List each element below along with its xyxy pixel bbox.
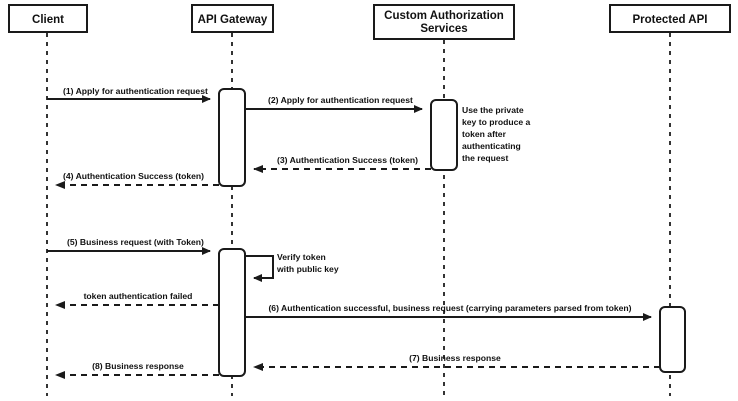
- message-7[interactable]: (7) Business response: [253, 353, 660, 371]
- message-7-label: (7) Business response: [409, 353, 501, 363]
- message-4-label: (4) Authentication Success (token): [63, 171, 204, 181]
- message-1[interactable]: (1) Apply for authentication request: [47, 86, 211, 103]
- participant-api-gateway[interactable]: API Gateway: [191, 4, 274, 33]
- message-self-verify-token-arrow: [245, 255, 274, 282]
- message-1-label: (1) Apply for authentication request: [63, 86, 208, 96]
- activation-protected-api-1: [659, 306, 686, 373]
- note-private-key: Use the private key to produce a token a…: [462, 105, 531, 163]
- message-5[interactable]: (5) Business request (with Token): [47, 237, 211, 255]
- message-4[interactable]: (4) Authentication Success (token): [55, 171, 219, 189]
- participant-client-label: Client: [32, 14, 64, 26]
- message-self-verify-token-line-1: Verify token: [277, 252, 326, 262]
- activation-custom-auth-1: [430, 99, 458, 171]
- message-3-label: (3) Authentication Success (token): [277, 155, 418, 165]
- participant-client[interactable]: Client: [8, 4, 88, 33]
- message-6-label: (6) Authentication successful, business …: [268, 303, 631, 313]
- participant-custom-auth[interactable]: Custom Authorization Services: [373, 4, 515, 40]
- activation-api-gateway-2: [218, 248, 246, 377]
- participant-api-gateway-label: API Gateway: [198, 14, 268, 26]
- participant-api-gateway-box: [191, 4, 274, 33]
- message-6[interactable]: (6) Authentication successful, business …: [245, 303, 652, 321]
- lifelines: [46, 33, 671, 396]
- participant-custom-auth-box: [373, 4, 515, 40]
- activation-bars: [218, 88, 686, 377]
- message-2[interactable]: (2) Apply for authentication request: [245, 95, 423, 113]
- message-token-auth-failed[interactable]: token authentication failed: [55, 291, 219, 309]
- participant-custom-auth-label-line1: Custom Authorization: [384, 10, 504, 22]
- message-self-verify-token-line-2: with public key: [276, 264, 339, 274]
- message-self-verify-token[interactable]: Verify token with public key: [245, 252, 339, 282]
- note-private-key-line-3: token after: [462, 129, 507, 139]
- activation-api-gateway-1: [218, 88, 246, 187]
- participant-protected-api-box: [609, 4, 731, 33]
- message-3[interactable]: (3) Authentication Success (token): [253, 155, 431, 173]
- participant-custom-auth-label-line2: Services: [420, 23, 467, 35]
- participant-protected-api[interactable]: Protected API: [609, 4, 731, 33]
- message-8-label: (8) Business response: [92, 361, 184, 371]
- message-5-label: (5) Business request (with Token): [67, 237, 204, 247]
- note-private-key-line-5: the request: [462, 153, 508, 163]
- note-private-key-line-4: authenticating: [462, 141, 521, 151]
- message-2-label: (2) Apply for authentication request: [268, 95, 413, 105]
- message-token-auth-failed-label: token authentication failed: [84, 291, 193, 301]
- participant-protected-api-label: Protected API: [633, 14, 708, 26]
- message-8[interactable]: (8) Business response: [55, 361, 219, 379]
- note-private-key-line-1: Use the private: [462, 105, 524, 115]
- participant-client-box: [8, 4, 88, 33]
- note-private-key-line-2: key to produce a: [462, 117, 531, 127]
